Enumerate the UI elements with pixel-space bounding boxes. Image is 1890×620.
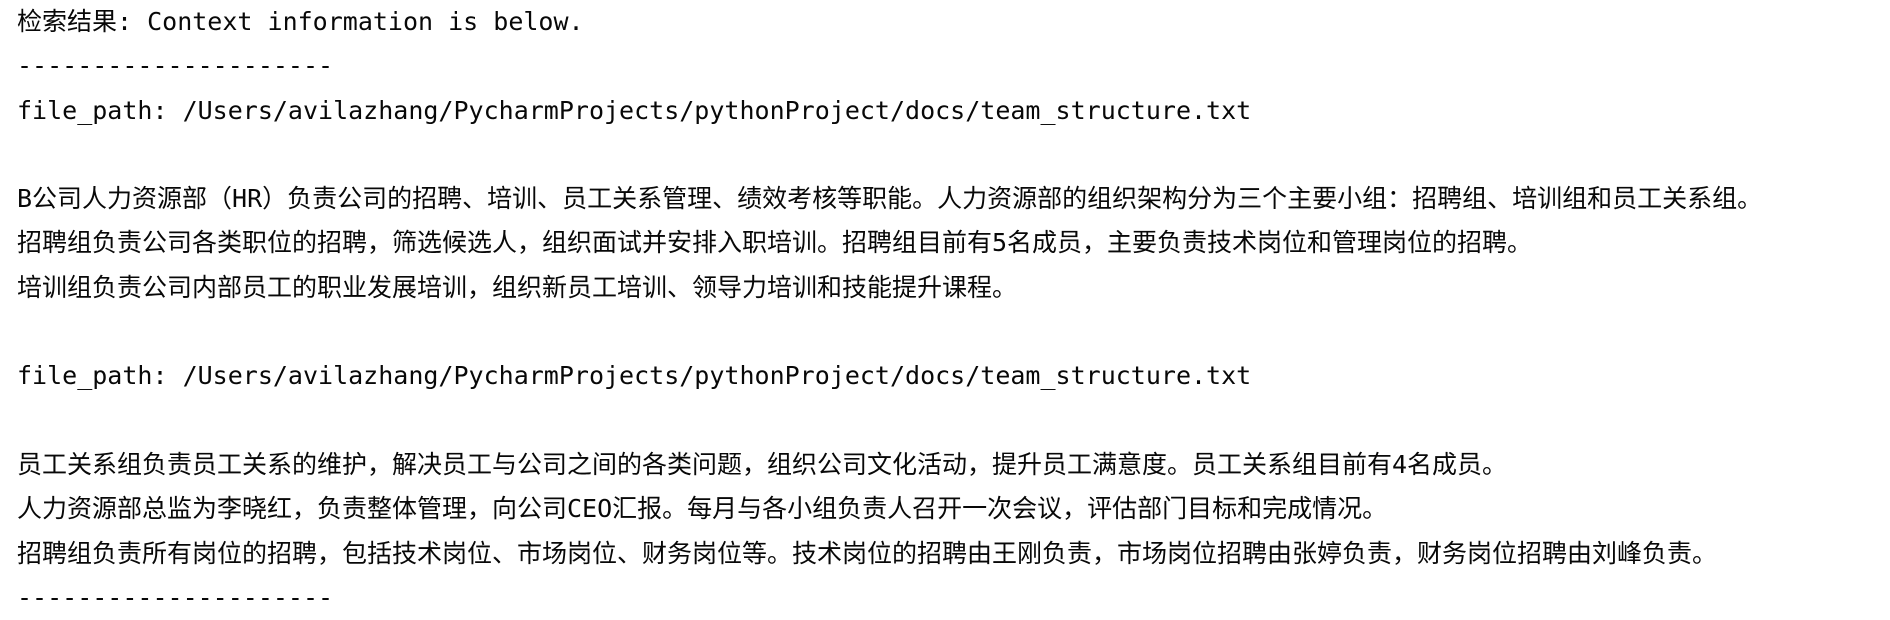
blank-line: [17, 310, 1762, 354]
separator: ---------------------: [17, 51, 334, 81]
retrieval-header: 检索结果: Context information is below.: [17, 7, 584, 36]
context-text-line: 招聘组负责公司各类职位的招聘，筛选候选人，组织面试并安排入职培训。招聘组目前有5…: [17, 228, 1533, 258]
context-text-line: 培训组负责公司内部员工的职业发展培训，组织新员工培训、领导力培训和技能提升课程。: [17, 272, 1018, 302]
context-text-line: 人力资源部总监为李晓红，负责整体管理，向公司CEO汇报。每月与各小组负责人召开一…: [17, 494, 1388, 524]
blank-line: [17, 399, 1762, 443]
console-output: 检索结果: Context information is below. ----…: [17, 0, 1762, 620]
context-text-line: B公司人力资源部（HR）负责公司的招聘、培训、员工关系管理、绩效考核等职能。人力…: [17, 184, 1763, 214]
separator: ---------------------: [17, 582, 334, 612]
file-path-line: file_path: /Users/avilazhang/PycharmProj…: [17, 361, 1252, 391]
blank-line: [17, 133, 1762, 177]
file-path-line: file_path: /Users/avilazhang/PycharmProj…: [17, 95, 1252, 125]
context-text-line: 招聘组负责所有岗位的招聘，包括技术岗位、市场岗位、财务岗位等。技术岗位的招聘由王…: [17, 538, 1718, 568]
context-text-line: 员工关系组负责员工关系的维护，解决员工与公司之间的各类问题，组织公司文化活动，提…: [17, 449, 1508, 479]
